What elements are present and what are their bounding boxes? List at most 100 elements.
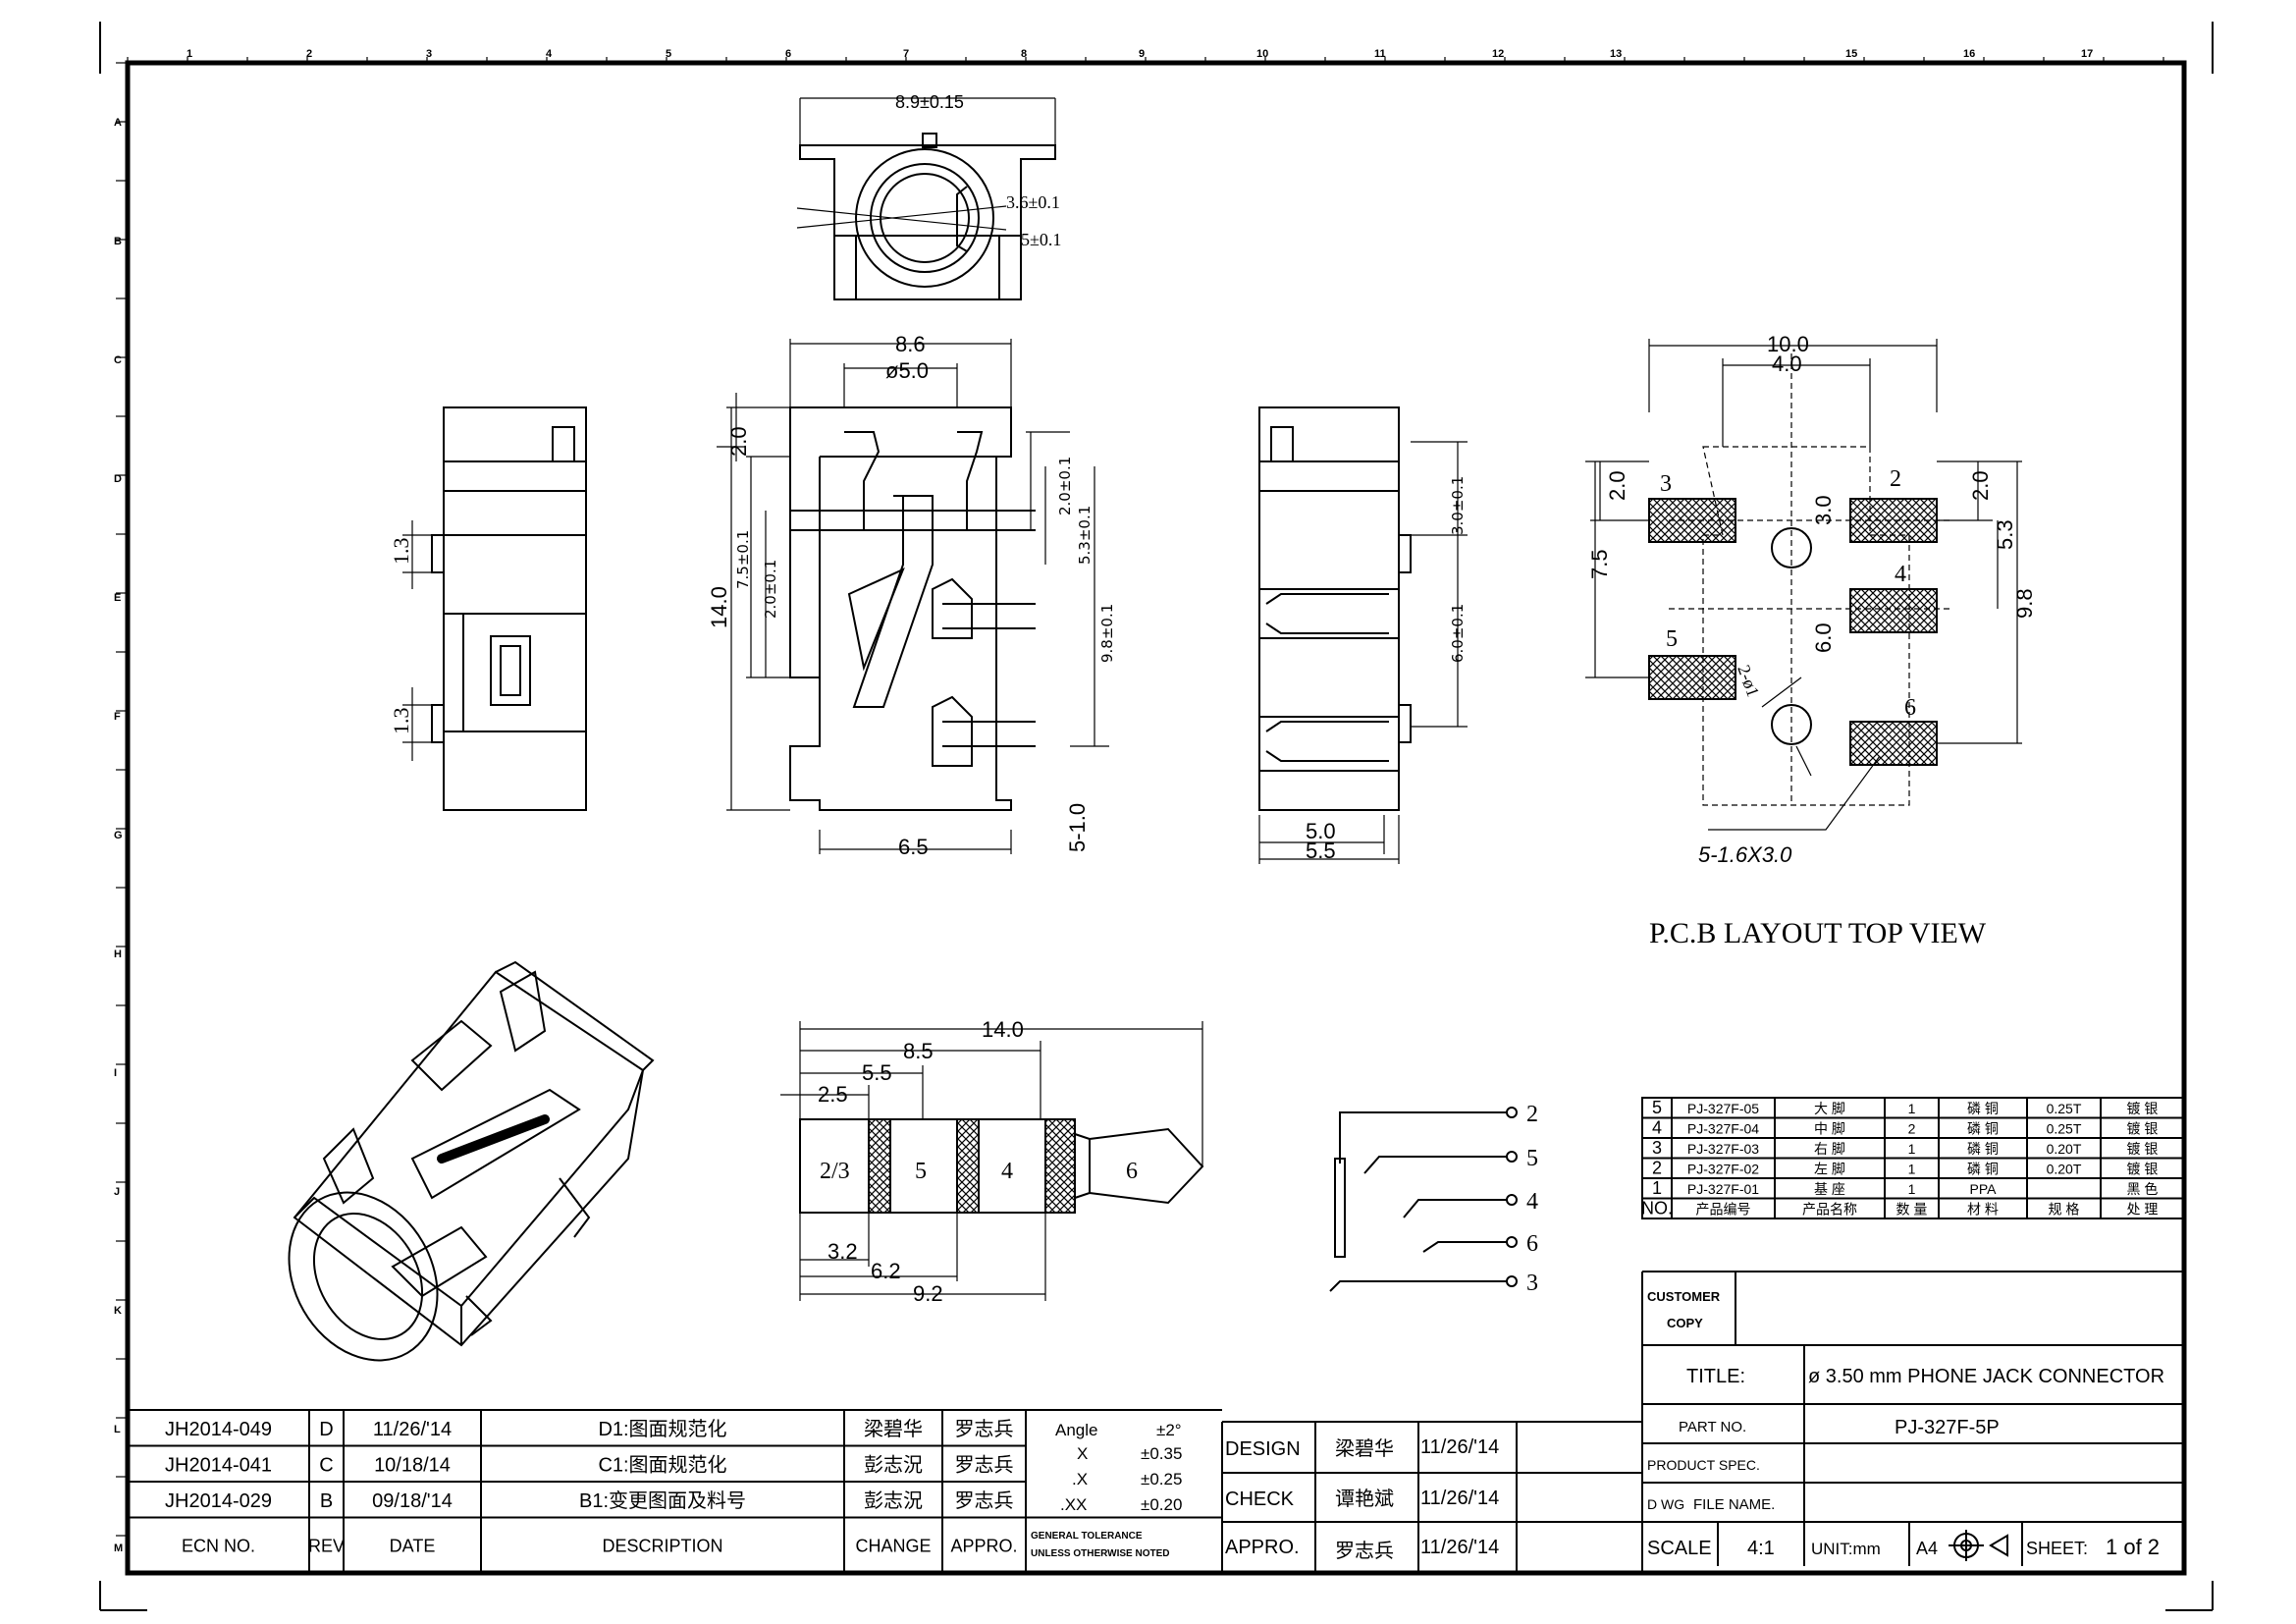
- design-name: 梁碧华: [1335, 1437, 1394, 1460]
- revision-cell: B: [320, 1490, 333, 1512]
- pcb-pad-label: 3: [1660, 471, 1672, 497]
- revision-cell: REV: [308, 1537, 345, 1556]
- revision-cell: C1:图面规范化: [598, 1454, 726, 1477]
- dim-pcb-h2: 5.3: [1993, 519, 2017, 550]
- revision-cell: DESCRIPTION: [602, 1537, 722, 1556]
- sheet-value: 1 of 2: [2106, 1535, 2160, 1559]
- front-view: 8.9±0.15 3.6±0.1 5±0.1: [796, 92, 1061, 300]
- schematic-pin: 2: [1526, 1102, 1538, 1127]
- tol-x: ±0.35: [1141, 1444, 1182, 1463]
- bom-cell: 1: [1908, 1141, 1916, 1157]
- dim-top-base: 6.5: [898, 835, 929, 859]
- bom-cell: 左 脚: [1814, 1162, 1845, 1177]
- ruler-label: 2: [306, 48, 312, 60]
- design-label: DESIGN: [1225, 1438, 1301, 1460]
- schematic-pin: 6: [1526, 1231, 1538, 1257]
- switch-schematic: 2 5 4 6 3: [1329, 1102, 1538, 1296]
- dim-pcb-h1: 7.5: [1587, 549, 1612, 579]
- side-view: 1.3 1.3: [389, 406, 587, 811]
- bom-cell: 中 脚: [1814, 1121, 1845, 1137]
- revision-cell: D1:图面规范化: [598, 1418, 726, 1440]
- bom-cell: 0.20T: [2047, 1162, 2082, 1177]
- dim-right-d2: 6.0±0.1: [1449, 604, 1467, 663]
- revision-cell: CHANGE: [855, 1537, 931, 1556]
- dim-front-width: 8.9±0.15: [895, 92, 964, 112]
- top-view: 8.6 ø5.0 2.0 14.0 7.5±0.1 2.0±0.1 2.0±0.…: [707, 332, 1116, 859]
- revision-cell: ECN NO.: [182, 1537, 255, 1556]
- dim-pcb-right: 2.0: [1968, 470, 1993, 501]
- pcb-pad-label: 4: [1895, 562, 1906, 587]
- sheet-corner-marks: [99, 22, 2214, 1611]
- dim-top-d2: 2.0±0.1: [762, 560, 779, 619]
- bom-cell: 右 脚: [1814, 1141, 1845, 1157]
- tol-angle: ±2°: [1156, 1421, 1182, 1439]
- ruler-label: L: [114, 1424, 121, 1435]
- ruler-label: D: [114, 473, 122, 485]
- check-date: 11/26/'14: [1420, 1488, 1499, 1509]
- bom-cell: 产品编号: [1696, 1202, 1751, 1218]
- bom-cell: PJ-327F-02: [1687, 1162, 1759, 1177]
- ruler-label: 7: [903, 48, 909, 60]
- schematic-pin: 5: [1526, 1146, 1538, 1171]
- pcb-layout: 3 2 4 5 6 10.0 4.0 2.0 7.5 2.0 5.3 9.8 3…: [1585, 332, 2037, 949]
- scale-label: SCALE: [1647, 1538, 1712, 1559]
- bom-cell: PPA: [1970, 1181, 1998, 1197]
- revision-cell: 罗志兵: [955, 1418, 1014, 1440]
- bom-cell: 基 座: [1814, 1181, 1845, 1197]
- ruler-label: 9: [1139, 48, 1145, 60]
- dim-right-w2: 5.5: [1306, 839, 1336, 863]
- ruler-label: F: [114, 711, 121, 723]
- dim-bore-small: 3.6±0.1: [1006, 192, 1060, 212]
- pcb-pad-label: 2: [1890, 466, 1901, 492]
- projection-symbol-icon: [1949, 1530, 2008, 1561]
- ruler-label: M: [114, 1543, 123, 1554]
- dim-pcb-hole-label: 2-ø1: [1734, 663, 1763, 700]
- dim-pcb-left: 2.0: [1605, 470, 1629, 501]
- ruler-label: 11: [1374, 48, 1386, 60]
- title-block: CUSTOMER COPY TITLE: ø 3.50 mm PHONE JAC…: [1641, 1271, 2184, 1573]
- pcb-pad: [1849, 588, 1938, 633]
- part-no-label: PART NO.: [1679, 1419, 1746, 1435]
- ruler-label: 5: [666, 48, 671, 60]
- tol-xx-label: .X: [1072, 1470, 1088, 1489]
- file-name-label: FILE NAME.: [1693, 1496, 1775, 1513]
- isometric-view: [288, 960, 655, 1362]
- revision-cell: DATE: [390, 1537, 436, 1556]
- pcb-pad-label: 5: [1666, 626, 1678, 652]
- part-no: PJ-327F-5P: [1895, 1417, 2000, 1438]
- revision-cell: 11/26/'14: [373, 1419, 452, 1440]
- revision-cell: 梁碧华: [864, 1418, 923, 1440]
- bom-cell: 磷 铜: [1967, 1121, 1999, 1137]
- copy-label: COPY: [1667, 1316, 1703, 1330]
- revision-cell: 彭志況: [864, 1489, 923, 1512]
- appro-name: 罗志兵: [1335, 1540, 1394, 1562]
- dim-top-bore: ø5.0: [885, 358, 929, 383]
- dim-right-d1: 3.0±0.1: [1449, 476, 1467, 535]
- dim-top-length: 14.0: [707, 586, 731, 628]
- dim-side-pin-b: 1.3: [389, 708, 413, 735]
- pcb-pad: [1648, 498, 1736, 543]
- title-label: TITLE:: [1686, 1366, 1745, 1387]
- bom-cell: 0.25T: [2047, 1121, 2082, 1137]
- dim-pcb-w: 10.0: [1767, 332, 1809, 356]
- pcb-pad: [1849, 498, 1938, 543]
- dim-top-h1: 2.0: [726, 426, 751, 457]
- revision-cell: 彭志況: [864, 1454, 923, 1477]
- design-date: 11/26/'14: [1420, 1436, 1499, 1458]
- bom-cell: PJ-327F-05: [1687, 1101, 1759, 1116]
- schematic-pin: 4: [1526, 1189, 1538, 1215]
- ruler-label: 8: [1021, 48, 1027, 60]
- pcb-pad-label: 6: [1904, 695, 1916, 721]
- plug-segment: 6: [1126, 1159, 1138, 1184]
- approval-block: DESIGN 梁碧华 11/26/'14 CHECK 谭艳斌 11/26/'14…: [1221, 1421, 1642, 1573]
- tolerance-block: Angle ±2° X ±0.35 .X ±0.25 .XX ±0.20 GEN…: [1031, 1421, 1182, 1559]
- tol-xxx-label: .XX: [1060, 1495, 1087, 1514]
- revision-cell: C: [319, 1455, 333, 1477]
- bom-cell: 材 料: [1967, 1202, 1999, 1218]
- revision-cell: 09/18/'14: [372, 1490, 453, 1512]
- ruler-label: J: [114, 1186, 120, 1198]
- dim-plug-25: 2.5: [818, 1082, 848, 1107]
